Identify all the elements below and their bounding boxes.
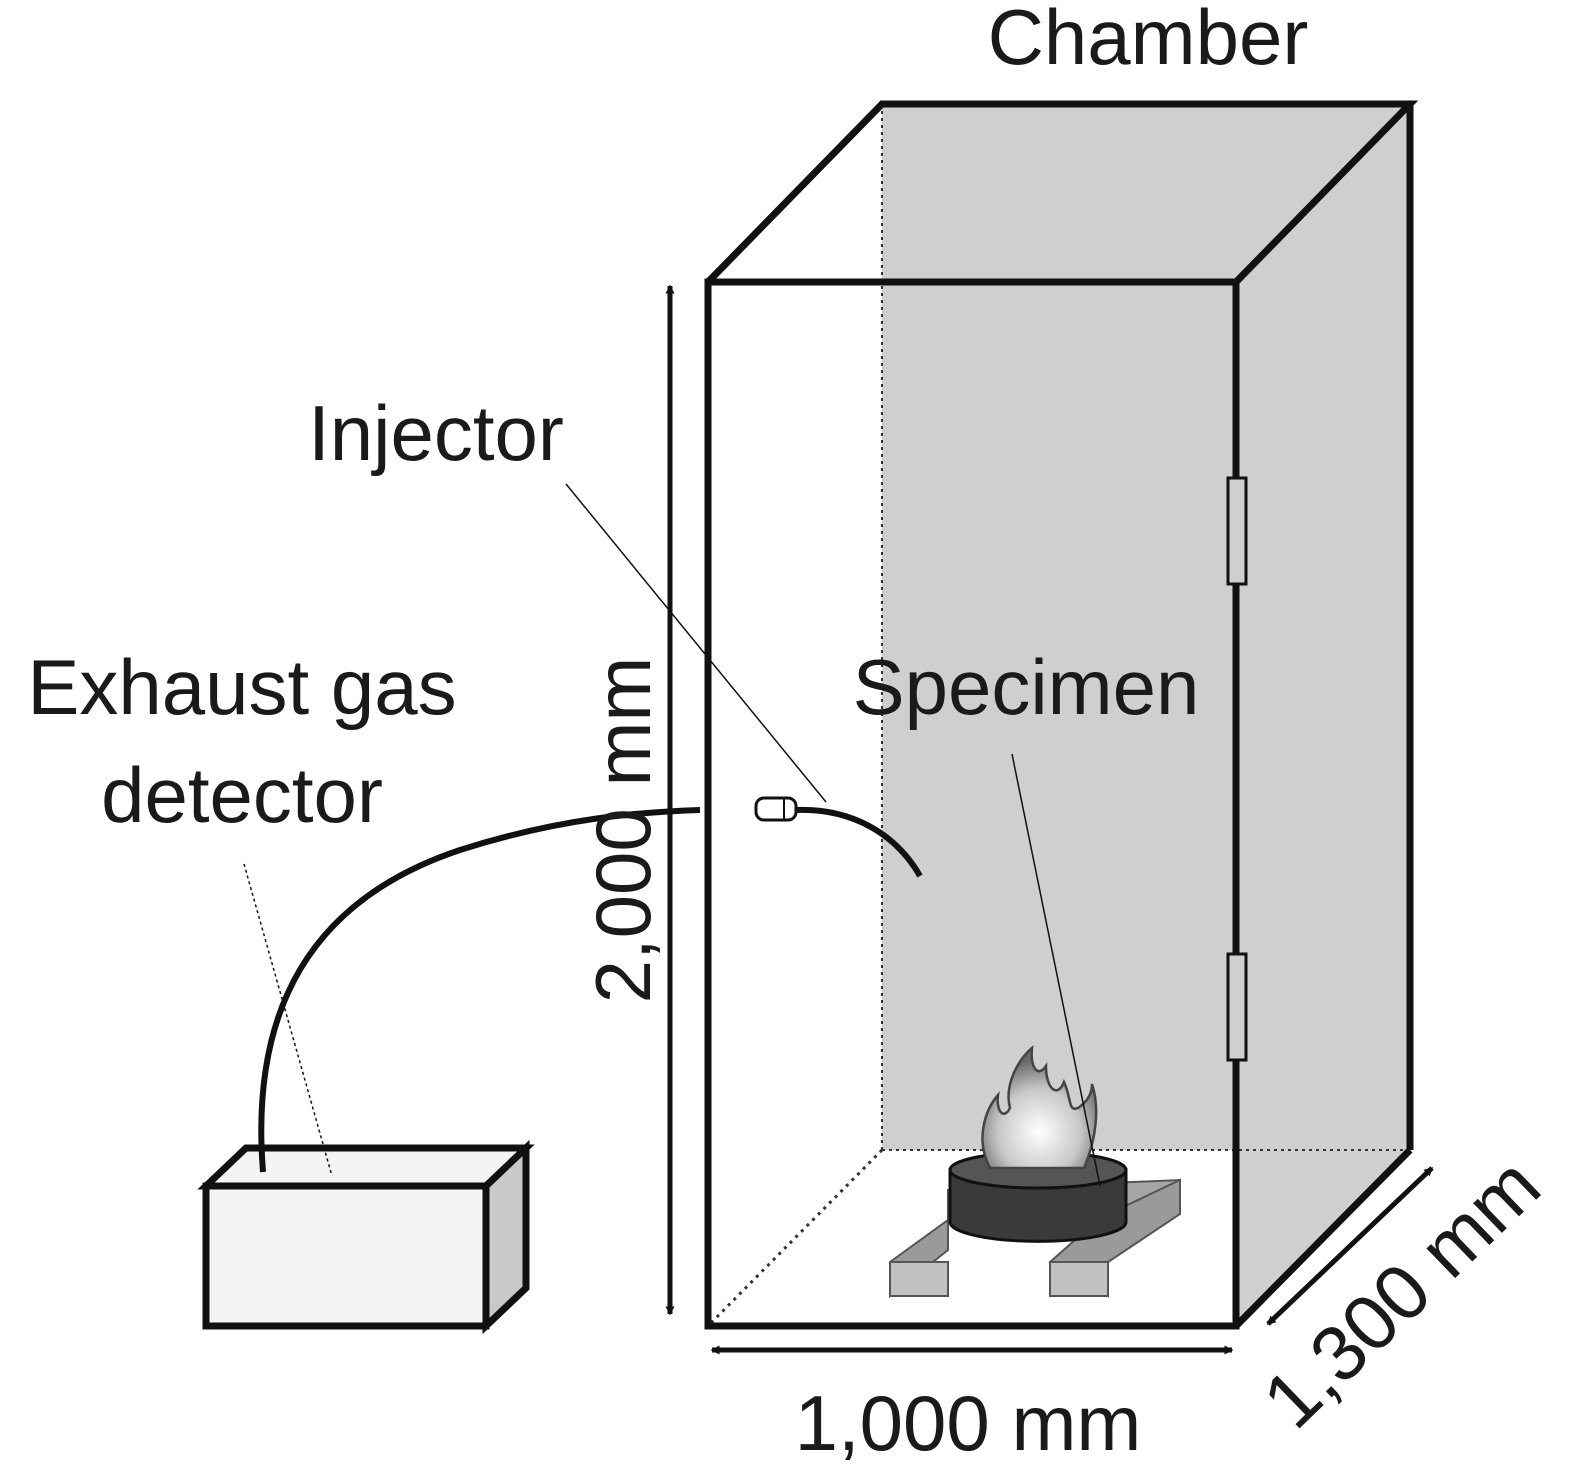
chamber-hidden-edge-floor-diagonal (706, 1148, 884, 1328)
label-dimension-width: 1,000 mm (795, 1379, 1142, 1467)
label-chamber: Chamber (988, 0, 1309, 81)
chamber-top-face (705, 100, 1419, 285)
leader-line-detector (243, 863, 333, 1177)
label-injector: Injector (308, 389, 564, 477)
label-detector-line2: detector (101, 751, 383, 839)
chamber-right-wall (1236, 104, 1410, 1326)
leader-line-specimen (1011, 753, 1101, 1187)
exhaust-gas-hose (258, 807, 701, 1173)
injector-nozzle-icon (754, 796, 798, 822)
injector-tube (795, 806, 923, 878)
label-detector-line1: Exhaust gas (27, 643, 456, 731)
door-hinge-upper (1226, 476, 1248, 586)
exhaust-gas-detector-box (197, 1139, 535, 1335)
door-hinge-lower (1226, 952, 1248, 1062)
label-dimension-height: 2,000 mm (579, 657, 667, 1004)
leader-line-injector (565, 483, 827, 803)
dimension-arrow-depth (1266, 1166, 1434, 1326)
label-specimen: Specimen (853, 643, 1200, 731)
flame-icon (981, 1045, 1098, 1170)
